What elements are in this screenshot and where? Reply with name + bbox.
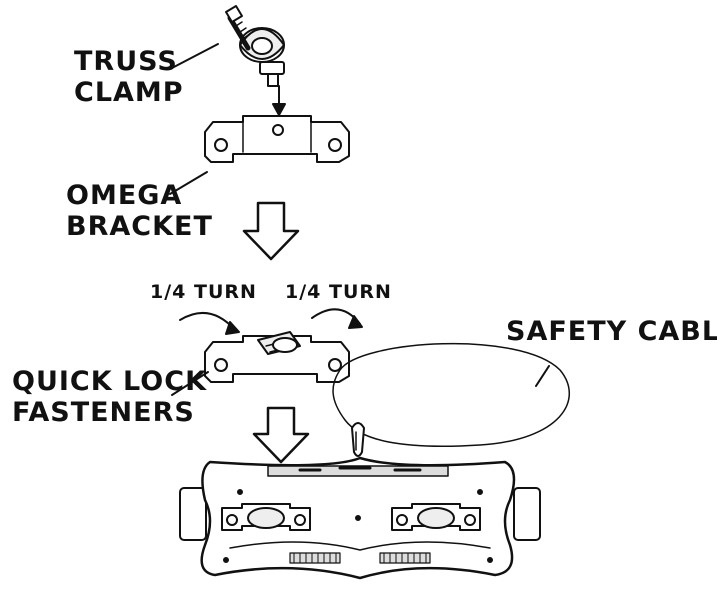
omega-bracket-label-line-1: OMEGA (66, 180, 183, 211)
quick-lock-label-line-1: QUICK LOCK (12, 366, 207, 397)
bracket-with-quick-lock (204, 331, 350, 383)
omega-bracket-label: OMEGA BRACKET (66, 180, 213, 242)
truss-clamp-label-line-2: CLAMP (74, 77, 184, 108)
quarter-turn-label-left: 1/4 TURN (150, 281, 257, 303)
fixture-base-illustration (179, 456, 541, 580)
truss-clamp-leader (171, 43, 219, 69)
fixture-left-bracket (221, 503, 311, 531)
safety-cable-loop (332, 342, 571, 448)
fixture-right-bracket (391, 503, 481, 531)
truss-clamp-label-line-1: TRUSS (74, 46, 178, 77)
omega-bracket-label-line-2: BRACKET (66, 211, 213, 242)
quick-lock-label-line-2: FASTENERS (12, 397, 195, 428)
quarter-turn-label-right: 1/4 TURN (285, 281, 392, 303)
omega-bracket-leader (169, 171, 208, 195)
truss-clamp-illustration (225, 5, 285, 87)
quarter-turn-arrowhead-left (225, 321, 240, 335)
clamp-to-bracket-arrow (272, 85, 286, 116)
quick-lock-leader (171, 371, 209, 396)
truss-clamp-label: TRUSS CLAMP (74, 46, 184, 108)
safety-cable-label: SAFETY CABLE (506, 316, 717, 347)
quarter-turn-arrow-left (179, 312, 236, 331)
omega-bracket-illustration (204, 115, 350, 163)
safety-cable-leader (535, 365, 550, 387)
quarter-turn-arrowhead-right (348, 315, 363, 329)
down-block-arrow-upper (242, 201, 300, 261)
quick-lock-fasteners-label: QUICK LOCK FASTENERS (12, 366, 207, 428)
down-block-arrow-lower (252, 406, 310, 464)
safety-cable-carabiner (351, 422, 365, 457)
